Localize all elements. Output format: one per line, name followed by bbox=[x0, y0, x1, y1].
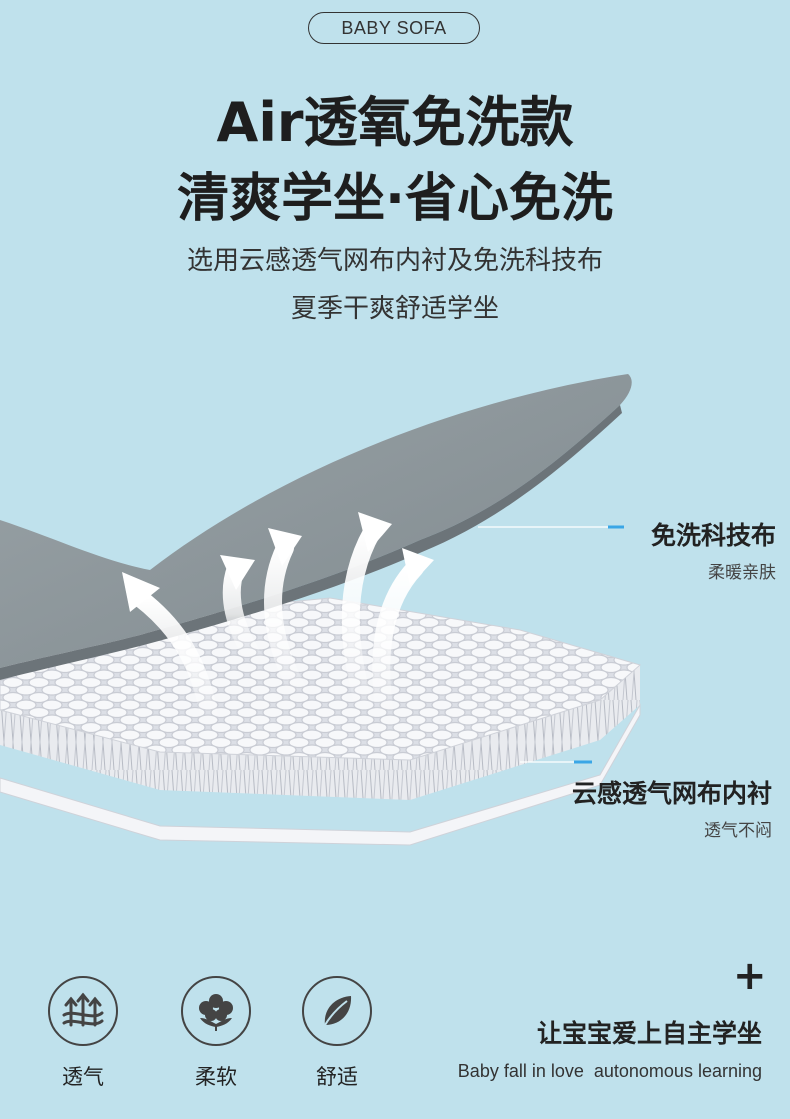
plus-sign: + bbox=[733, 953, 767, 999]
callout-mesh-title: 云感透气网布内衬 bbox=[571, 779, 772, 808]
feature-soft-label: 柔软 bbox=[195, 1065, 237, 1089]
airflow-arrows bbox=[131, 523, 424, 729]
airflow-icon bbox=[48, 976, 118, 1046]
feature-soft: 柔软 bbox=[174, 976, 258, 1091]
callout-mesh: 云感透气网布内衬 透气不闷 bbox=[572, 774, 772, 841]
fabric-layers-illustration bbox=[0, 374, 642, 846]
brand-pill: BABY SOFA bbox=[308, 12, 480, 44]
description-line-2: 夏季干爽舒适学坐 bbox=[290, 294, 499, 324]
feature-breathable: 透气 bbox=[41, 976, 125, 1091]
callout-fabric: 免洗科技布 柔暖亲肤 bbox=[651, 516, 776, 583]
page-title: Air透氧免洗款 bbox=[216, 91, 574, 154]
tagline-chinese: 让宝宝爱上自主学坐 bbox=[536, 1019, 762, 1048]
callout-mesh-subtitle: 透气不闷 bbox=[704, 821, 772, 841]
callout-fabric-subtitle: 柔暖亲肤 bbox=[708, 563, 776, 583]
fabric-layer bbox=[0, 374, 632, 668]
airflow-arrowheads bbox=[122, 512, 434, 612]
callout-leader-lines bbox=[478, 525, 624, 764]
feature-comfort: 舒适 bbox=[295, 976, 379, 1091]
mesh-bottom-edge bbox=[0, 703, 641, 846]
feature-comfort-label: 舒适 bbox=[316, 1065, 358, 1089]
page-subtitle: 清爽学坐·省心免洗 bbox=[177, 169, 613, 229]
callout-fabric-title: 免洗科技布 bbox=[650, 521, 776, 550]
feature-breathable-label: 透气 bbox=[62, 1065, 104, 1089]
mesh-side-wall bbox=[0, 665, 640, 800]
cotton-icon bbox=[181, 976, 251, 1046]
leaf-icon bbox=[302, 976, 372, 1046]
tagline-english: Baby fall in love autonomous learning bbox=[457, 1061, 762, 1081]
description-line-1: 选用云感透气网布内衬及免洗科技布 bbox=[186, 246, 603, 276]
